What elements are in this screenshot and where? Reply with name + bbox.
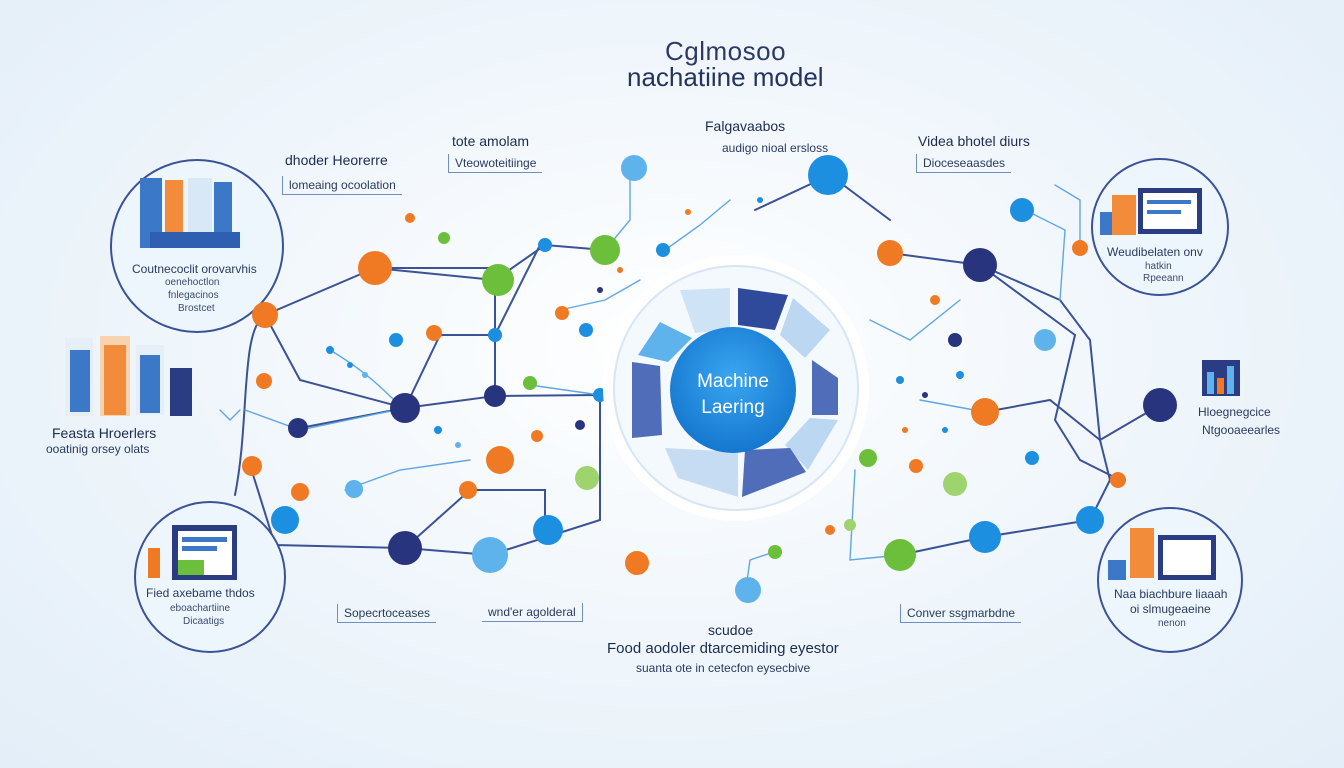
label-left-circle1-line4: Brostcet xyxy=(178,303,215,314)
small-dots xyxy=(256,197,1126,559)
center-label-line1: Machine xyxy=(697,371,769,392)
label-bottom-sub: suanta ote in cetecfon eysecbive xyxy=(636,661,811,675)
ring-segment xyxy=(632,362,662,438)
label-left-circle1-line2: oenehoctlon xyxy=(165,277,220,288)
label-top-right-sub: Dioceseaasdes xyxy=(916,154,1012,173)
monitor-icon-right-bottom xyxy=(1108,528,1216,580)
label-left-mid-line2: ooatinig orsey olats xyxy=(46,442,150,456)
label-left-circle2-line3: Dicaatigs xyxy=(183,616,225,627)
title-line2: nachatiine model xyxy=(627,62,824,92)
label-left-mid-line1: Feasta Hroerlers xyxy=(52,425,157,441)
label-bottom-title-small: scudoe xyxy=(708,622,754,638)
label-right-circle2-line2: oi slmugeaeine xyxy=(1130,602,1211,616)
label-top-left-heading: dhoder Heorerre xyxy=(285,152,388,168)
label-top-right-heading: Videa bhotel diurs xyxy=(918,133,1030,149)
ring-segment xyxy=(665,448,738,497)
label-bottom-mid-left: wnd'er agolderal xyxy=(482,603,583,622)
label-left-circle1-line3: fnlegacinos xyxy=(168,290,219,301)
monitor-icon-right-top xyxy=(1100,188,1202,235)
network-nodes xyxy=(242,155,1177,603)
label-top-center-sub: audigo nioal ersloss xyxy=(722,141,829,155)
label-left-circle1-line1: Coutnecoclit orovarvhis xyxy=(132,262,257,276)
label-right-mid-line1: Hloegnegcice xyxy=(1198,405,1271,419)
label-left-circle2-line1: Fied axebame thdos xyxy=(146,586,255,600)
label-right-circle1-line1: Weudibelaten onv xyxy=(1107,245,1203,259)
ring-segment xyxy=(780,298,830,358)
center-label-line2: Laering xyxy=(701,397,764,418)
label-top-left-sub: lomeaing ocoolation xyxy=(282,176,402,195)
label-right-circle1-line2: hatkin xyxy=(1145,261,1172,272)
label-right-mid-line2: Ntgooaeearles xyxy=(1202,423,1281,437)
central-ring: Machine Laering xyxy=(603,255,869,521)
label-right-circle1-line3: Rpeeann xyxy=(1143,273,1184,284)
label-bottom-title: Food aodoler dtarcemiding eyestor xyxy=(607,640,839,657)
label-top-mid-heading: tote amolam xyxy=(452,133,530,149)
label-right-circle2-line1: Naa biachbure liaaah xyxy=(1114,587,1228,601)
ring-segment xyxy=(680,288,730,333)
ring-segment xyxy=(812,360,838,415)
title-line1: Cglmosoo xyxy=(665,36,787,66)
label-left-circle2-line2: eboachartiine xyxy=(170,603,231,614)
ring-segment xyxy=(785,418,838,470)
label-bottom-left: Sopecrtoceases xyxy=(337,604,437,623)
building-chart-icon-2 xyxy=(65,336,192,416)
label-right-circle2-line3: nenon xyxy=(1158,618,1186,629)
ring-segment xyxy=(638,322,692,362)
ring-segment xyxy=(742,448,806,497)
small-chart-icon-right xyxy=(1202,360,1240,396)
ring-segment xyxy=(738,288,788,330)
label-top-center-heading: Falgavaabos xyxy=(705,118,786,134)
core-circle xyxy=(670,327,796,453)
building-chart-icon-1 xyxy=(140,178,240,248)
monitor-icon-left xyxy=(148,525,237,580)
label-bottom-right: Conver ssgmarbdne xyxy=(900,604,1022,623)
label-top-mid-sub: Vteowoteitiinge xyxy=(448,154,543,173)
